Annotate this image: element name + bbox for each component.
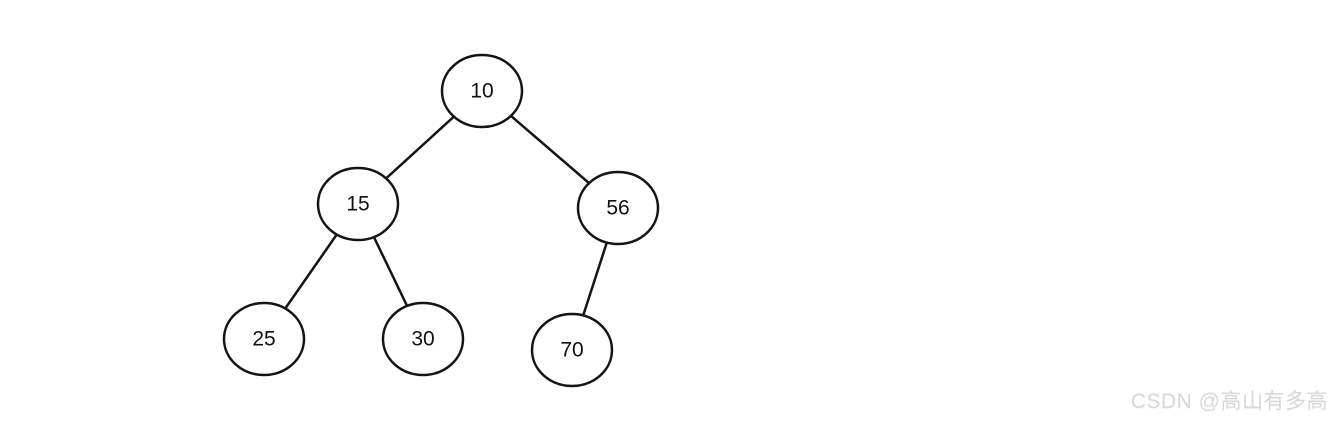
- tree-node-circle: [440, 53, 524, 129]
- tree-node-15: 15: [316, 166, 400, 242]
- tree-node-25: 25: [222, 301, 306, 377]
- tree-node-circle: [222, 301, 306, 377]
- tree-node-label: 70: [560, 339, 583, 362]
- tree-node-30: 30: [381, 301, 465, 377]
- tree-node-circle: [381, 301, 465, 377]
- tree-node-label: 15: [346, 193, 369, 216]
- tree-node-circle: [576, 170, 660, 246]
- tree-node-circle: [530, 312, 614, 388]
- csdn-watermark: CSDN @高山有多高: [1130, 390, 1328, 413]
- tree-node-circle: [316, 166, 400, 242]
- tree-node-label: 25: [252, 328, 275, 351]
- tree-node-label: 56: [606, 197, 629, 220]
- tree-node-56: 56: [576, 170, 660, 246]
- tree-node-10: 10: [440, 53, 524, 129]
- tree-node-70: 70: [530, 312, 614, 388]
- tree-node-label: 10: [470, 80, 493, 103]
- tree-node-label: 30: [411, 328, 434, 351]
